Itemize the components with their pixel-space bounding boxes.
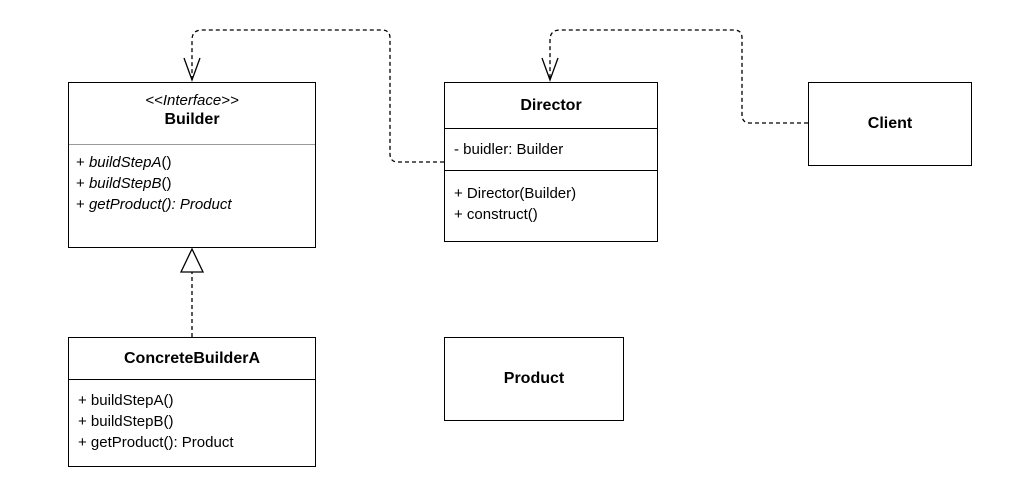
concrete-builder-method: + buildStepA() (78, 392, 174, 409)
director-attribute: - buidler: Builder (454, 141, 564, 158)
client-class[interactable]: Client (808, 82, 972, 166)
builder-header: <<Interface>> Builder (69, 83, 315, 145)
concrete-builder-class[interactable]: ConcreteBuilderA + buildStepA() + buildS… (68, 337, 316, 467)
director-header: Director (445, 83, 657, 129)
builder-method: + getProduct(): Product (76, 196, 232, 213)
director-builder-arrowhead (183, 57, 201, 82)
director-builder-dependency (191, 29, 444, 163)
realization-arrowhead (179, 247, 205, 273)
concrete-builder-method: + getProduct(): Product (78, 434, 234, 451)
director-attributes: - buidler: Builder (445, 129, 657, 171)
director-methods: + Director(Builder) + construct() (445, 171, 657, 225)
client-director-arrowhead (541, 57, 559, 82)
builder-class[interactable]: <<Interface>> Builder + buildStepA() + b… (68, 82, 316, 248)
product-title: Product (503, 370, 565, 387)
client-director-dependency (549, 29, 808, 124)
concrete-builder-methods: + buildStepA() + buildStepB() + getProdu… (69, 380, 315, 453)
director-title: Director (520, 96, 582, 114)
builder-stereotype: <<Interface>> (145, 92, 239, 109)
concrete-builder-method: + buildStepB() (78, 413, 174, 430)
director-class[interactable]: Director - buidler: Builder + Director(B… (444, 82, 658, 242)
director-method: + construct() (454, 206, 538, 223)
client-title: Client (867, 115, 913, 132)
builder-method: + buildStepB() (76, 175, 172, 192)
builder-method: + buildStepA() (76, 154, 172, 171)
director-method: + Director(Builder) (454, 185, 577, 202)
product-class[interactable]: Product (444, 337, 624, 421)
builder-title: Builder (164, 111, 220, 128)
concrete-builder-header: ConcreteBuilderA (69, 338, 315, 380)
concrete-builder-title: ConcreteBuilderA (123, 349, 261, 367)
builder-methods: + buildStepA() + buildStepB() + getProdu… (69, 145, 315, 215)
